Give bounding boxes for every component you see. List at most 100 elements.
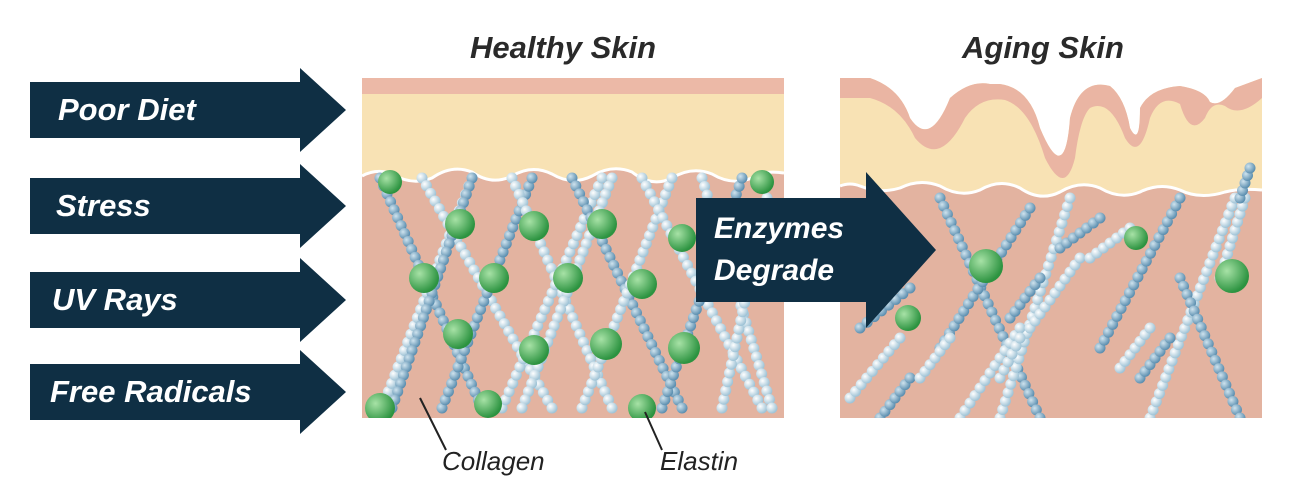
- collagen-bead: [1234, 412, 1246, 418]
- collagen-bead: [589, 188, 601, 200]
- elastin-ball: [519, 211, 549, 241]
- collagen-bead: [1094, 212, 1106, 224]
- aging-skin-diagram: [840, 78, 1262, 418]
- collagen-bead: [716, 402, 728, 414]
- elastin-ball: [1215, 259, 1249, 293]
- collagen-bead: [727, 350, 739, 361]
- collagen-bead: [567, 312, 579, 324]
- collagen-fragments: [844, 162, 1256, 418]
- elastin-label: Elastin: [660, 446, 739, 476]
- elastin-ball: [445, 209, 475, 239]
- elastin-ball: [519, 335, 549, 365]
- collagen-bead: [602, 394, 614, 406]
- process-line-2: Degrade: [714, 254, 835, 287]
- collagen-bead: [1034, 412, 1046, 418]
- collagen-bead: [1024, 202, 1036, 214]
- enzymes-degrade-arrow: Enzymes Degrade: [696, 172, 936, 328]
- collagen-bead: [748, 342, 760, 354]
- collagen-bead: [546, 402, 558, 414]
- collagen-bead: [599, 386, 611, 398]
- collagen-bead: [763, 393, 775, 405]
- collagen-bead: [1164, 332, 1176, 344]
- collagen-bead: [904, 372, 916, 384]
- elastin-ball: [479, 263, 509, 293]
- collagen-bead: [1223, 387, 1235, 399]
- collagen-bead: [1032, 294, 1044, 306]
- collagen-bead: [699, 181, 711, 193]
- collagen-bead: [1178, 280, 1190, 292]
- collagen-bead: [666, 172, 678, 184]
- collagen-bead: [735, 315, 747, 326]
- elastin-fragments: [895, 226, 1249, 331]
- collagen-bead: [581, 345, 593, 356]
- elastin-ball: [553, 263, 583, 293]
- collagen-bead: [894, 332, 906, 344]
- collagen-bead: [731, 332, 743, 344]
- factor-arrow-uv-rays: UV Rays: [30, 258, 346, 342]
- collagen-bead: [1216, 371, 1228, 383]
- collagen-bead: [592, 180, 604, 192]
- collagen-bead: [1185, 297, 1197, 309]
- collagen-bead: [575, 221, 587, 233]
- collagen-bead: [1042, 260, 1054, 272]
- collagen-bead: [1064, 192, 1076, 204]
- collagen-bead: [542, 295, 554, 307]
- collagen-bead: [999, 395, 1011, 407]
- collagen-bead: [696, 172, 708, 184]
- factor-arrow-free-radicals: Free Radicals: [30, 350, 346, 434]
- elastin-ball: [895, 305, 921, 331]
- collagen-bead: [517, 197, 529, 209]
- collagen-bead: [745, 334, 757, 346]
- elastin-ball: [443, 319, 473, 349]
- collagen-bead: [722, 376, 734, 388]
- collagen-bead: [1059, 209, 1071, 221]
- collagen-bead: [701, 189, 713, 201]
- factor-label: UV Rays: [52, 282, 178, 317]
- collagen-bead: [538, 246, 550, 258]
- healthy-skin-title: Healthy Skin: [470, 30, 657, 65]
- process-line-1: Enzymes: [714, 212, 845, 245]
- collagen-bead: [571, 230, 583, 241]
- collagen-bead: [904, 282, 916, 294]
- collagen-bead: [736, 172, 748, 184]
- collagen-bead: [513, 188, 525, 200]
- collagen-bead: [743, 325, 755, 337]
- collagen-bead: [725, 358, 737, 370]
- collagen-bead: [997, 404, 1009, 416]
- collagen-bead: [1010, 361, 1022, 373]
- collagen-bead: [1014, 332, 1026, 344]
- collagen-bead: [506, 172, 518, 184]
- collagen-bead: [1174, 192, 1186, 204]
- collagen-bead: [1206, 346, 1218, 358]
- collagen-bead: [542, 254, 554, 266]
- collagen-bead: [1002, 387, 1014, 399]
- elastin-ball: [474, 390, 502, 418]
- collagen-bead: [595, 377, 607, 389]
- collagen-bead: [510, 180, 522, 192]
- collagen-bead: [1045, 251, 1057, 263]
- collagen-bead: [1007, 370, 1019, 382]
- collagen-bead: [570, 320, 582, 332]
- collagen-bead: [1213, 363, 1225, 375]
- aging-skin-title: Aging Skin: [962, 30, 1124, 65]
- factor-arrow-stress: Stress: [30, 164, 346, 248]
- collagen-bead: [1034, 272, 1046, 284]
- collagen-bead: [596, 172, 608, 184]
- collagen-bead: [563, 303, 575, 315]
- collagen-bead: [1188, 305, 1200, 317]
- collagen-bead: [1053, 226, 1065, 238]
- collagen-bead: [507, 377, 519, 389]
- collagen-bead: [750, 351, 762, 363]
- collagen-bead: [1195, 321, 1207, 333]
- collagen-bead: [1227, 396, 1239, 408]
- collagen-bead: [545, 262, 557, 274]
- collagen-bead: [718, 393, 730, 405]
- collagen-bead: [539, 303, 551, 315]
- collagen-bead: [567, 238, 579, 250]
- collagen-bead: [560, 254, 572, 266]
- factor-label: Stress: [56, 188, 151, 223]
- factor-label: Free Radicals: [50, 374, 252, 409]
- elastin-ball: [668, 332, 700, 364]
- collagen-bead: [500, 394, 512, 406]
